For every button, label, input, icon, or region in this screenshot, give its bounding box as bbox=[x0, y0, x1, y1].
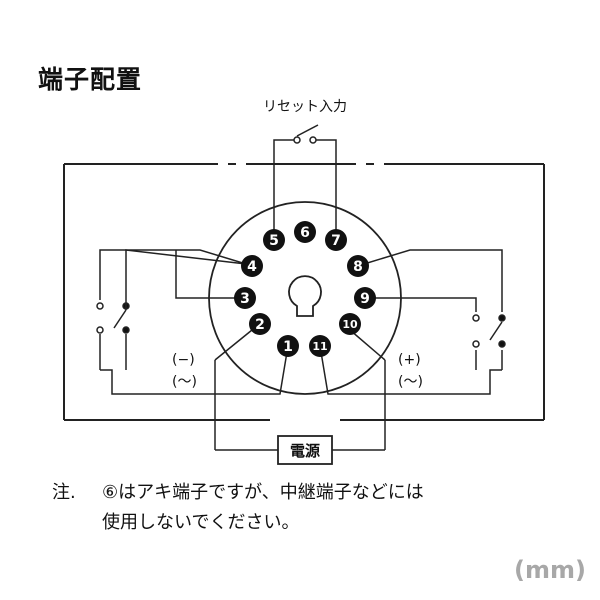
note-line-2: 使用しないでください。 bbox=[52, 508, 424, 538]
polarity-left-bottom: (〜) bbox=[172, 374, 197, 390]
terminal-6: 6 bbox=[294, 221, 316, 243]
note-prefix: 注. bbox=[52, 482, 76, 503]
terminal-6-label: 6 bbox=[300, 225, 310, 241]
terminal-3-label: 3 bbox=[240, 291, 250, 307]
polarity-right-bottom: (〜) bbox=[398, 374, 423, 390]
power-wiring bbox=[215, 345, 385, 395]
power-box: 電源 bbox=[277, 435, 333, 465]
right-wiring bbox=[332, 249, 503, 451]
terminal-9: 9 bbox=[354, 287, 376, 309]
left-switch bbox=[96, 300, 130, 334]
terminal-9-label: 9 bbox=[360, 291, 370, 307]
terminal-11-label: 11 bbox=[312, 340, 327, 353]
terminal-7: 7 bbox=[325, 229, 347, 251]
terminal-2-label: 2 bbox=[255, 317, 265, 333]
terminal-7-label: 7 bbox=[331, 233, 341, 249]
terminal-5: 5 bbox=[263, 229, 285, 251]
terminal-2: 2 bbox=[249, 313, 271, 335]
terminals: 1 2 3 4 5 6 7 bbox=[234, 221, 376, 357]
terminal-1: 1 bbox=[277, 335, 299, 357]
terminal-10-label: 10 bbox=[342, 318, 358, 331]
left-wiring bbox=[99, 249, 278, 451]
reset-switch bbox=[273, 124, 337, 230]
note-block: 注. ⑥はアキ端子ですが、中継端子などには 使用しないでください。 bbox=[52, 478, 424, 538]
note-text-2: 使用しないでください。 bbox=[102, 512, 300, 533]
note-line-1: 注. ⑥はアキ端子ですが、中継端子などには bbox=[52, 478, 424, 508]
terminal-5-label: 5 bbox=[269, 233, 279, 249]
terminal-1-label: 1 bbox=[283, 339, 293, 355]
terminal-11: 11 bbox=[309, 335, 331, 357]
housing-outline bbox=[63, 163, 545, 421]
right-switch bbox=[472, 314, 506, 348]
terminal-3: 3 bbox=[234, 287, 256, 309]
page-title: 端子配置 bbox=[38, 65, 143, 94]
polarity-right-top: (+) bbox=[398, 352, 421, 368]
polarity-left-top: (−) bbox=[172, 352, 195, 368]
power-label: 電源 bbox=[290, 442, 320, 460]
note-text-1: ⑥はアキ端子ですが、中継端子などには bbox=[102, 482, 424, 503]
reset-input-label: リセット入力 bbox=[263, 99, 347, 115]
terminal-4: 4 bbox=[241, 255, 263, 277]
terminal-8: 8 bbox=[347, 255, 369, 277]
terminal-4-label: 4 bbox=[247, 259, 257, 275]
terminal-8-label: 8 bbox=[353, 259, 363, 275]
terminal-10: 10 bbox=[339, 313, 361, 335]
unit-label: (mm) bbox=[514, 556, 586, 584]
